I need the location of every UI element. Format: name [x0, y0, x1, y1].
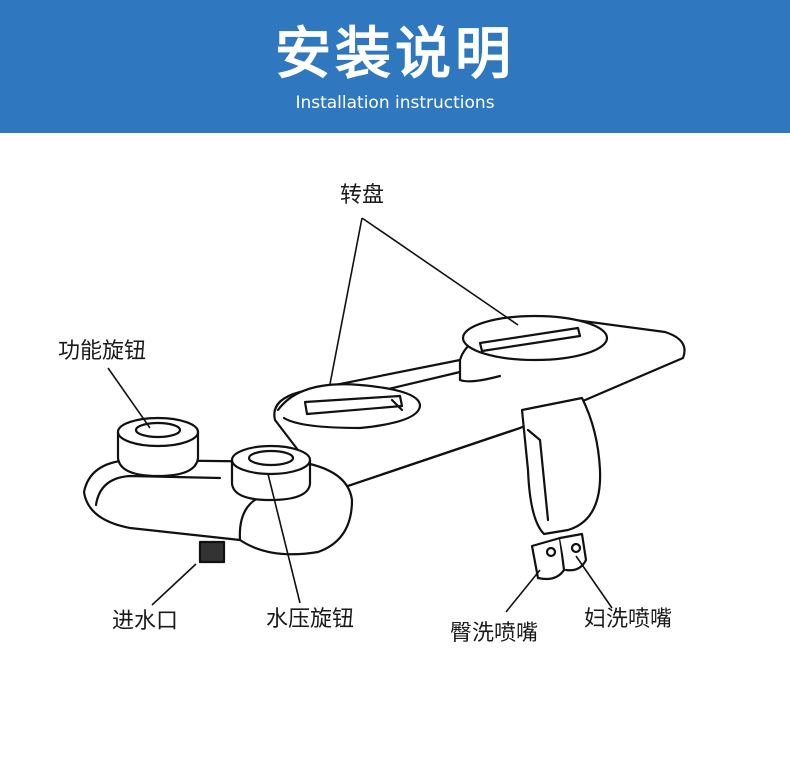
header-banner: 安装说明 Installation instructions [0, 0, 790, 133]
label-turntable: 转盘 [340, 183, 385, 208]
leader-rear-nozzle [505, 569, 541, 613]
page-subtitle: Installation instructions [295, 93, 495, 113]
leader-pressure-knob [267, 473, 301, 604]
bidet-diagram [82, 217, 686, 613]
leader-turntable-b [361, 217, 519, 326]
leader-turntable-a [329, 217, 363, 385]
page-title: 安装说明 [275, 22, 515, 87]
main-housing [82, 458, 354, 556]
water-inlet-fitting [198, 540, 226, 564]
leader-water-inlet [151, 563, 197, 606]
label-function-knob: 功能旋钮 [58, 339, 147, 364]
label-rear-nozzle: 臀洗喷嘴 [450, 621, 539, 646]
pressure-knob [230, 444, 312, 502]
turntable-rear [461, 314, 609, 362]
leader-feminine-nozzle [575, 555, 613, 609]
turntable-front [276, 383, 422, 430]
leader-function-knob [107, 367, 151, 429]
function-knob [116, 416, 200, 478]
label-water-inlet: 进水口 [112, 609, 179, 634]
nozzle-arm [520, 396, 602, 581]
label-pressure-knob: 水压旋钮 [266, 607, 355, 632]
label-feminine-nozzle: 妇洗喷嘴 [584, 607, 673, 632]
